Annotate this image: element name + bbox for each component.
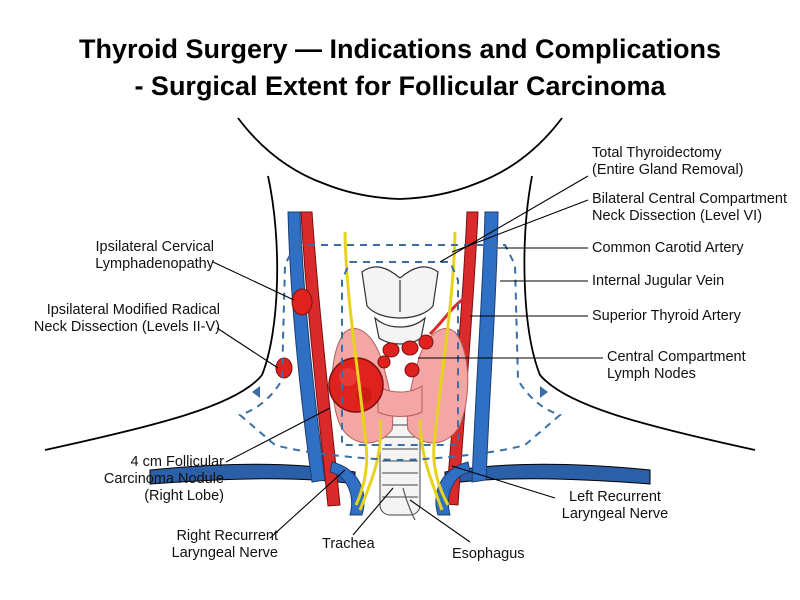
label-cervical-lymph: Ipsilateral Cervical Lymphadenopathy [40,239,214,273]
label-central-nodes-line-2: Lymph Nodes [607,366,696,382]
lateral-lymph-nodes [275,288,313,379]
label-cervical-lymph-line-2: Lymphadenopathy [95,256,214,272]
label-common-carotid-line-1: Common Carotid Artery [592,240,744,256]
nerves [343,231,457,511]
label-superior-thyroid-artery: Superior Thyroid Artery [592,308,741,325]
label-esophagus-line-1: Esophagus [452,546,525,562]
leader-lines [212,175,603,543]
label-right-rln-line-2: Laryngeal Nerve [171,545,278,561]
label-nodule-line-1: 4 cm Follicular [130,454,224,470]
label-trachea-line-1: Trachea [322,536,375,552]
label-central-nodes-line-1: Central Compartment [607,349,746,365]
label-modified-radical: Ipsilateral Modified Radical Neck Dissec… [8,302,220,336]
label-left-rln-line-1: Left Recurrent [569,489,661,505]
label-superior-thyroid-artery-line-1: Superior Thyroid Artery [592,308,741,324]
label-esophagus: Esophagus [452,546,525,563]
label-modified-radical-line-1: Ipsilateral Modified Radical [46,302,220,318]
esophagus [402,487,416,521]
left-internal-jugular-vein [471,211,499,483]
label-nodule-line-3: (Right Lobe) [144,488,224,504]
title-line-2: - Surgical Extent for Follicular Carcino… [134,71,666,101]
right-common-carotid-artery [300,211,341,507]
label-nodule-line-2: Carcinoma Nodule [103,471,224,487]
central-lymph-nodes [377,334,434,378]
left-subclavian-vein [435,461,471,516]
dissection-arrows [252,386,548,398]
label-right-rln-line-1: Right Recurrent [176,528,278,544]
title-line-1: Thyroid Surgery — Indications and Compli… [78,34,722,64]
label-modified-radical-line-2: Neck Dissection (Levels II-V) [33,319,220,335]
label-central-dissection: Bilateral Central Compartment Neck Disse… [592,191,787,225]
label-right-rln: Right Recurrent Laryngeal Nerve [118,528,278,562]
label-cervical-lymph-line-1: Ipsilateral Cervical [95,239,214,255]
label-central-nodes: Central Compartment Lymph Nodes [607,349,746,383]
label-central-dissection-line-2: Neck Dissection (Level VI) [592,208,763,224]
dissection-boundaries [238,244,562,462]
neck-outline [44,117,756,451]
label-left-rln-line-2: Laryngeal Nerve [561,506,669,522]
label-common-carotid: Common Carotid Artery [592,240,744,257]
label-nodule: 4 cm Follicular Carcinoma Nodule (Right … [74,454,224,505]
larynx-cartilage [361,266,439,345]
label-internal-jugular: Internal Jugular Vein [592,273,724,290]
label-total-thyroidectomy: Total Thyroidectomy (Entire Gland Remova… [592,145,744,179]
label-total-thyroidectomy-line-1: Total Thyroidectomy [592,145,722,161]
label-trachea: Trachea [322,536,375,553]
label-left-rln: Left Recurrent Laryngeal Nerve [555,489,675,523]
label-central-dissection-line-1: Bilateral Central Compartment [592,191,788,207]
label-internal-jugular-line-1: Internal Jugular Vein [592,273,725,289]
label-total-thyroidectomy-line-2: (Entire Gland Removal) [592,162,744,178]
